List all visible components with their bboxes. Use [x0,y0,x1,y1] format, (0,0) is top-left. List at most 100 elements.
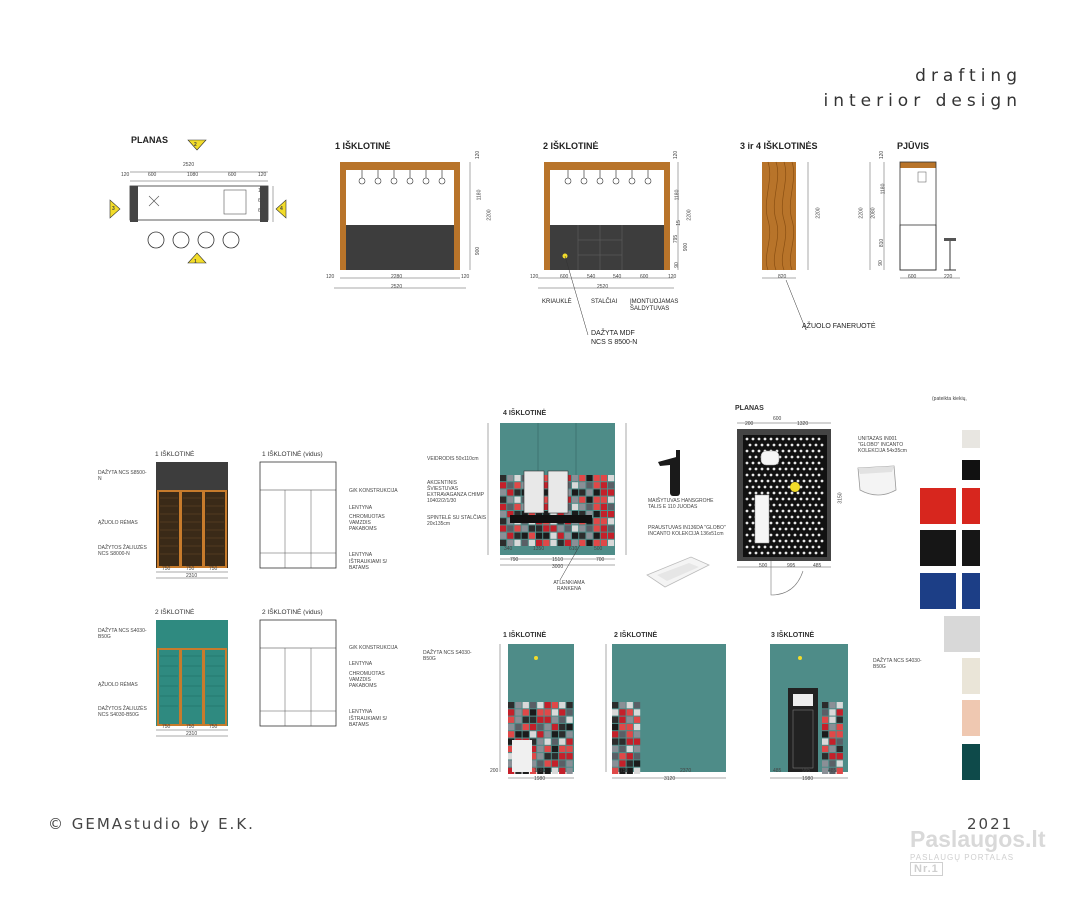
tile [608,518,615,525]
floor-dot [805,437,809,441]
tile [593,511,600,518]
floor-dot [754,443,758,447]
tile [551,731,559,738]
footer-copyright: © GEMAstudio by E.K. [48,815,255,833]
swatch-note: (pateikta kiekių, [932,396,967,402]
floor-dot [781,449,785,453]
w2-right-note-1: G/K KONSTRUKCIJA [349,645,398,651]
floor-dot [760,491,764,495]
elev2-note-2: NCS S 8500-N [591,339,638,346]
floor-dot [784,455,788,459]
footer-year: 2021 [967,815,1014,833]
tile [822,767,829,774]
elev2-vdim-1: 120 [673,150,680,160]
tile [537,767,544,774]
tile [626,760,633,767]
floor-dot [778,479,782,483]
tile [551,738,559,745]
floor-dot [772,479,776,483]
floor-dot [805,509,809,513]
bath-plan-bottom-dim-1: 500 [759,563,768,569]
floor-dot [745,509,749,513]
tile [619,716,626,723]
tile [559,760,566,767]
tile [612,767,619,774]
tile [564,525,571,532]
plan-total-dim: 2520 [183,162,195,168]
tile [537,702,544,709]
floor-dot [805,485,809,489]
floor-dot [751,437,755,441]
tile [612,738,619,745]
floor-dot [769,485,773,489]
floor-dot [814,515,818,519]
tile [551,753,559,760]
bath-elev4-title: 4 IŠKLOTINĖ [503,410,547,417]
floor-dot [814,491,818,495]
tile [508,767,515,774]
tile [529,745,537,753]
floor-dot [778,443,782,447]
floor-dot [769,521,773,525]
tile [550,539,557,546]
tile [521,511,528,518]
floor-dot [802,491,806,495]
tile [612,760,619,767]
plan-marker-1: 1 [194,259,197,265]
plan-dim-1: 120 [121,172,130,178]
tile [537,760,544,767]
tile [566,731,573,738]
tile [551,745,559,753]
floor-dot [784,443,788,447]
floor-dot [751,449,755,453]
floor-dot [772,527,776,531]
floor-dot [766,443,770,447]
tile [600,475,607,482]
tile [544,767,551,774]
floor-dot [805,497,809,501]
tile [829,745,836,753]
floor-dot [808,551,812,555]
bath-b2-dim-2: 2370 [680,768,692,774]
tile [551,709,559,716]
tile [559,745,566,753]
tile [566,723,573,731]
floor-dot [790,491,794,495]
tile [626,723,633,731]
tile [619,753,626,760]
floor-dot [811,521,815,525]
tile [508,753,515,760]
section-vdim-4: 2080 [870,207,877,219]
floor-dot [754,491,758,495]
floor-dot [805,521,809,525]
floor-dot [778,539,782,543]
tile [544,723,551,731]
w1-right-note-2: LENTYNA [349,505,373,511]
bath-plan-top-dim-3: 1320 [797,421,809,427]
floor-dot [775,533,779,537]
tile [529,760,537,767]
floor-dot [781,437,785,441]
floor-dot [772,443,776,447]
tile [612,745,619,753]
tile [500,511,507,518]
section-hdim-2: 220 [944,274,953,280]
floor-dot [748,551,752,555]
floor-dot [820,503,824,507]
floor-dot [781,485,785,489]
tile [529,753,537,760]
bath-elev4-hdim2-1: 790 [510,557,519,563]
w2-title-inside: 2 IŠKLOTINĖ (vidus) [262,609,323,616]
plan-side-dim-2: 600 [258,198,267,204]
tile [500,532,507,539]
floor-dot [796,551,800,555]
floor-dot [757,449,761,453]
tile [550,511,557,518]
tile [829,702,836,709]
floor-dot [772,503,776,507]
bath-plan-drawing [737,422,831,596]
plan-marker-2: 2 [194,142,197,148]
floor-dot [745,521,749,525]
floor-dot [751,509,755,513]
floor-dot [787,473,791,477]
